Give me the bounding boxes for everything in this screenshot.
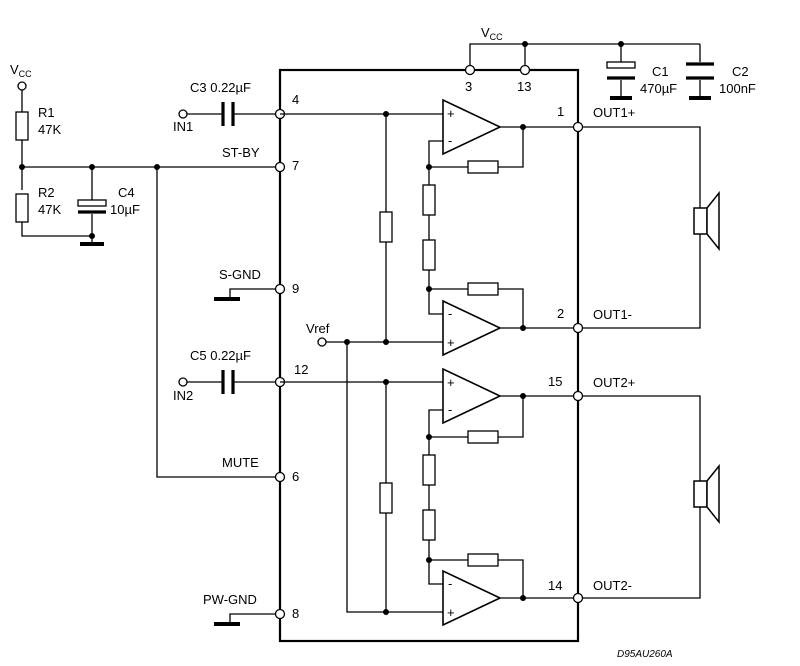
- pin-7-number: 7: [292, 158, 299, 173]
- c5-label: C5 0.22µF: [190, 348, 251, 363]
- in2-label: IN2: [173, 388, 193, 403]
- pin-12-number: 12: [294, 362, 308, 377]
- c2-capacitor: [686, 62, 714, 100]
- pin-1-terminal: [572, 121, 584, 133]
- pw-gnd-net: [214, 613, 280, 626]
- c4-value: 10µF: [110, 202, 140, 217]
- op-amp-1b: [442, 299, 502, 357]
- op-amp-2a: [442, 367, 502, 425]
- pin-8-number: 8: [292, 606, 299, 621]
- bias-network: [15, 81, 280, 478]
- c4-name: C4: [118, 185, 135, 200]
- pin-3-terminal: [464, 64, 476, 76]
- vref-net: [317, 337, 443, 613]
- amp-2a-plus: +: [447, 375, 455, 390]
- channel-1-internal: [280, 111, 578, 345]
- amp-2a-minus: -: [448, 402, 452, 417]
- out2p-label: OUT2+: [593, 375, 635, 390]
- st-by-label: ST-BY: [222, 145, 260, 160]
- out2m-label: OUT2-: [593, 578, 632, 593]
- s-gnd-label: S-GND: [219, 267, 261, 282]
- amp-2b-minus: -: [448, 576, 452, 591]
- pin-9-terminal: [274, 283, 286, 295]
- amp-2b-plus: +: [447, 605, 455, 620]
- pin-13-terminal: [519, 64, 531, 76]
- op-amp-1a: [442, 98, 502, 156]
- pin-8-terminal: [274, 608, 286, 620]
- in2-input-net: [178, 370, 280, 394]
- s-gnd-net: [214, 288, 280, 301]
- c1-value: 470µF: [640, 81, 677, 96]
- pin-15-number: 15: [548, 374, 562, 389]
- op-amp-2b: [442, 569, 502, 627]
- in1-input-net: [178, 102, 280, 126]
- c2-name: C2: [732, 64, 749, 79]
- c3-label: C3 0.22µF: [190, 80, 251, 95]
- c1-name: C1: [652, 64, 669, 79]
- amp-1b-minus: -: [448, 306, 452, 321]
- speaker-2-wiring: [582, 395, 701, 599]
- c2-value: 100nF: [719, 81, 756, 96]
- mute-label: MUTE: [222, 455, 259, 470]
- r2-value: 47K: [38, 202, 61, 217]
- pin-7-terminal: [274, 161, 286, 173]
- amp-1b-plus: +: [447, 335, 455, 350]
- r1-name: R1: [38, 105, 55, 120]
- pin-6-number: 6: [292, 469, 299, 484]
- channel-2-internal: [280, 379, 578, 615]
- pin-9-number: 9: [292, 281, 299, 296]
- speaker-2-icon: [693, 463, 720, 525]
- pin-2-terminal: [572, 322, 584, 334]
- amp-1a-minus: -: [448, 133, 452, 148]
- pw-gnd-label: PW-GND: [203, 592, 257, 607]
- pin-13-number: 13: [517, 79, 531, 94]
- vcc-top-label: VCC: [481, 25, 503, 42]
- r1-value: 47K: [38, 122, 61, 137]
- pin-2-number: 2: [557, 306, 564, 321]
- vref-label: Vref: [306, 321, 330, 336]
- pin-15-terminal: [572, 390, 584, 402]
- pin-4-number: 4: [292, 92, 299, 107]
- vcc-left-label: VCC: [10, 62, 32, 79]
- pin-3-number: 3: [465, 79, 472, 94]
- pin-6-terminal: [274, 471, 286, 483]
- pin-1-number: 1: [557, 104, 564, 119]
- in1-label: IN1: [173, 119, 193, 134]
- drawing-reference: D95AU260A: [617, 649, 673, 660]
- r2-name: R2: [38, 185, 55, 200]
- pin-14-terminal: [572, 592, 584, 604]
- pin-14-number: 14: [548, 578, 562, 593]
- out1p-label: OUT1+: [593, 105, 635, 120]
- amp-1a-plus: +: [447, 106, 455, 121]
- speaker-1-icon: [693, 190, 720, 252]
- out1m-label: OUT1-: [593, 307, 632, 322]
- speaker-1-wiring: [582, 126, 701, 329]
- ic-body: [278, 68, 580, 643]
- c1-capacitor: [606, 61, 636, 100]
